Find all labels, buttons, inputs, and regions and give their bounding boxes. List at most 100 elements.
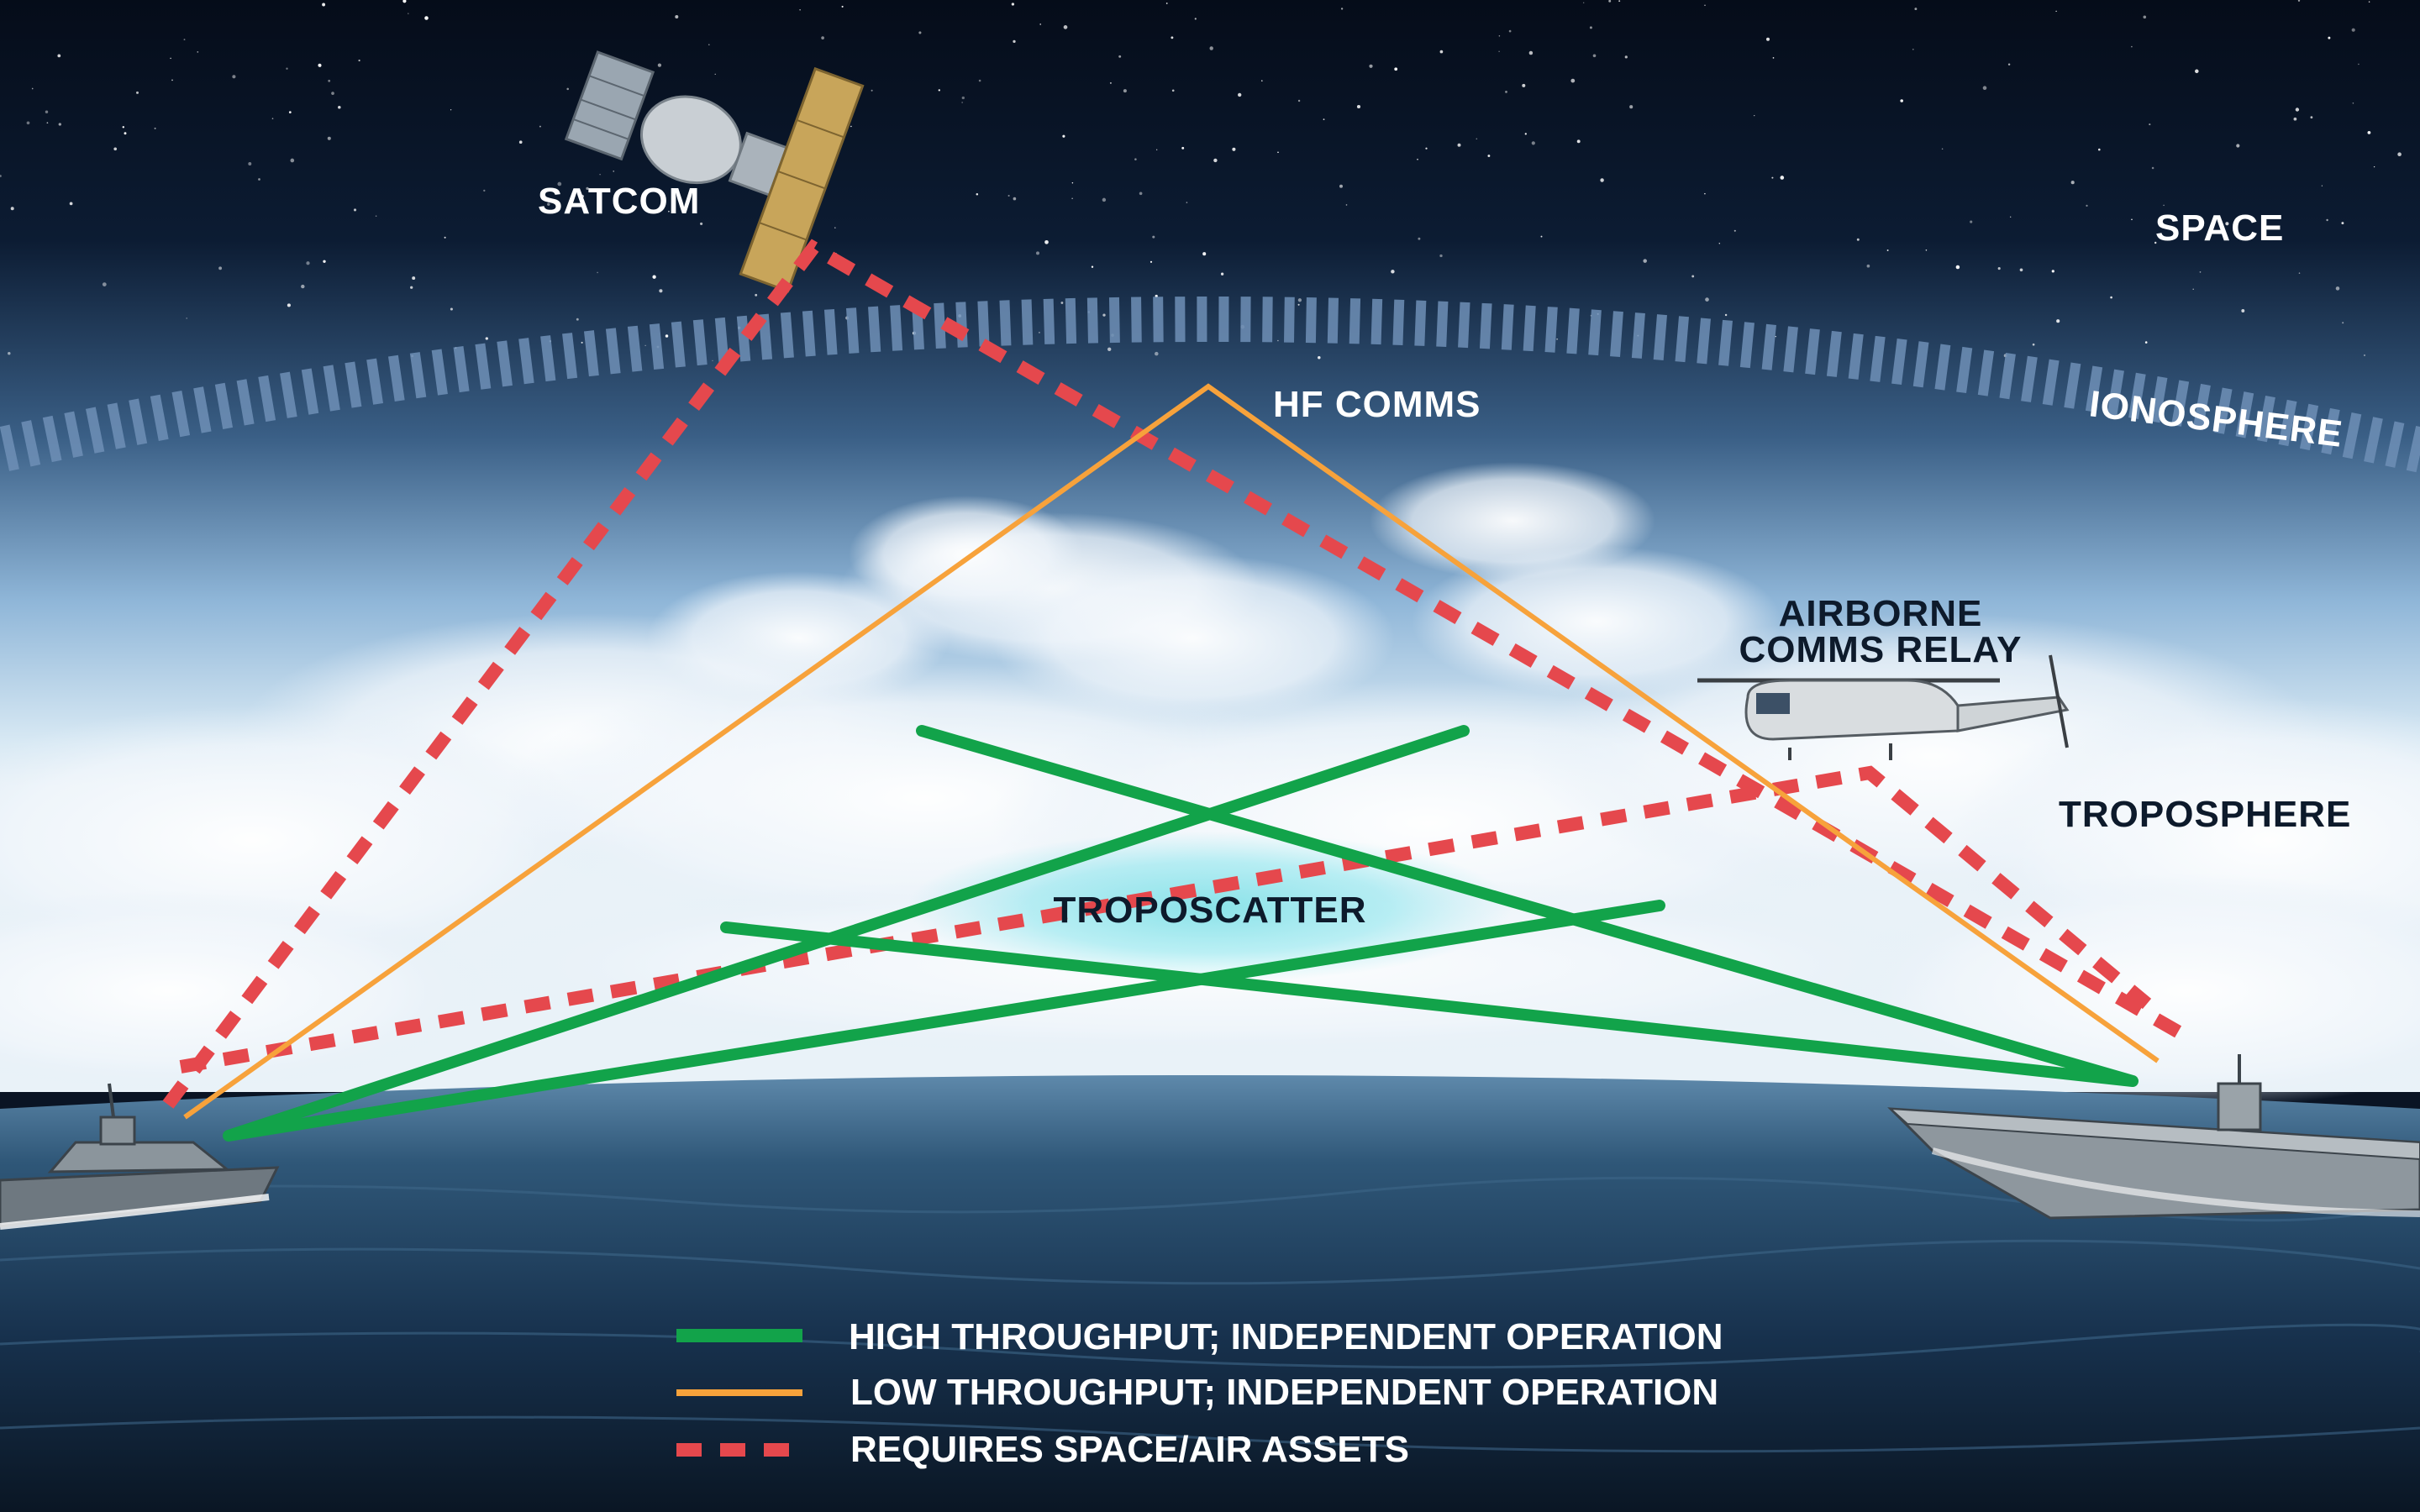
star bbox=[412, 276, 416, 281]
star bbox=[2298, 272, 2301, 274]
label-troposphere: TROPOSPHERE bbox=[2059, 794, 2351, 835]
star bbox=[1476, 138, 1478, 139]
star bbox=[1165, 3, 1168, 4]
label-airborne-line2: COMMS RELAY bbox=[1739, 629, 2023, 670]
star bbox=[1071, 197, 1073, 199]
helicopter-icon bbox=[1697, 654, 2070, 760]
star bbox=[871, 89, 873, 92]
star bbox=[1339, 184, 1343, 188]
star bbox=[301, 284, 305, 289]
star bbox=[410, 286, 413, 289]
green-troposcatter-paths bbox=[223, 725, 2139, 1142]
star bbox=[1063, 25, 1068, 29]
star bbox=[1369, 64, 1373, 68]
star bbox=[1718, 243, 1721, 244]
star bbox=[288, 111, 292, 113]
star bbox=[2163, 204, 2165, 207]
star bbox=[1576, 139, 1581, 144]
stars bbox=[0, 0, 2402, 362]
star bbox=[171, 79, 173, 81]
star bbox=[197, 51, 199, 53]
star bbox=[2225, 222, 2229, 226]
star bbox=[599, 173, 601, 176]
star bbox=[2293, 117, 2297, 121]
star bbox=[1171, 89, 1175, 92]
star bbox=[1297, 303, 1300, 306]
star bbox=[700, 222, 703, 225]
star bbox=[1071, 181, 1074, 184]
star bbox=[485, 337, 488, 340]
star bbox=[1900, 99, 1903, 102]
star bbox=[2351, 28, 2355, 32]
star bbox=[2368, 1, 2370, 3]
star bbox=[286, 67, 288, 70]
star bbox=[1297, 99, 1301, 102]
star bbox=[1417, 158, 1418, 160]
star bbox=[1600, 178, 1604, 182]
star bbox=[1524, 133, 1527, 135]
star bbox=[1109, 81, 1112, 84]
star bbox=[1345, 204, 1348, 206]
star bbox=[444, 236, 446, 239]
star bbox=[1091, 265, 1094, 268]
star bbox=[1589, 26, 1592, 29]
star bbox=[665, 334, 669, 338]
star bbox=[306, 261, 310, 265]
star bbox=[69, 202, 73, 206]
star bbox=[218, 266, 223, 270]
star bbox=[2199, 271, 2202, 273]
star bbox=[668, 210, 670, 213]
star bbox=[1181, 146, 1185, 150]
star bbox=[1982, 86, 1987, 90]
star bbox=[1531, 141, 1535, 145]
star bbox=[2310, 116, 2313, 119]
star bbox=[1194, 18, 1197, 20]
legend-label-requires: REQUIRES SPACE/AIR ASSETS bbox=[850, 1429, 1409, 1470]
star bbox=[1036, 251, 1039, 255]
star bbox=[2297, 0, 2301, 2]
star bbox=[1391, 270, 1395, 274]
sea bbox=[0, 1075, 2420, 1512]
legend: HIGH THROUGHPUT; INDEPENDENT OPERATION L… bbox=[676, 1316, 1723, 1470]
star bbox=[271, 118, 274, 119]
star bbox=[2010, 216, 2012, 218]
star bbox=[45, 110, 49, 113]
star bbox=[57, 54, 61, 58]
star bbox=[1691, 275, 1695, 278]
star bbox=[1505, 91, 1507, 93]
star bbox=[186, 318, 187, 319]
star bbox=[2131, 218, 2133, 221]
star bbox=[8, 351, 11, 355]
star bbox=[1522, 83, 1526, 87]
star bbox=[938, 89, 940, 92]
star bbox=[2335, 286, 2340, 291]
star bbox=[154, 127, 156, 129]
star bbox=[323, 260, 326, 263]
star bbox=[1044, 239, 1049, 244]
star bbox=[1556, 339, 1558, 340]
star bbox=[1439, 254, 1443, 258]
label-troposcatter: TROPOSCATTER bbox=[1054, 890, 1367, 931]
star bbox=[1202, 252, 1207, 256]
star bbox=[322, 3, 326, 7]
right-ship-icon bbox=[1887, 1054, 2420, 1220]
star bbox=[2236, 144, 2240, 148]
star bbox=[2341, 222, 2344, 225]
star bbox=[258, 178, 260, 181]
star bbox=[675, 15, 679, 18]
label-space: SPACE bbox=[2155, 207, 2284, 249]
star bbox=[2051, 270, 2054, 273]
star bbox=[1062, 134, 1065, 138]
star bbox=[2295, 108, 2300, 112]
star bbox=[2144, 341, 2148, 344]
star bbox=[1866, 264, 1870, 268]
star bbox=[58, 123, 61, 126]
star bbox=[232, 75, 236, 79]
star bbox=[576, 318, 579, 321]
star bbox=[659, 289, 663, 293]
star bbox=[1856, 238, 1860, 241]
star bbox=[328, 79, 331, 82]
star bbox=[850, 125, 852, 128]
star bbox=[1107, 347, 1112, 351]
star bbox=[2397, 152, 2402, 157]
